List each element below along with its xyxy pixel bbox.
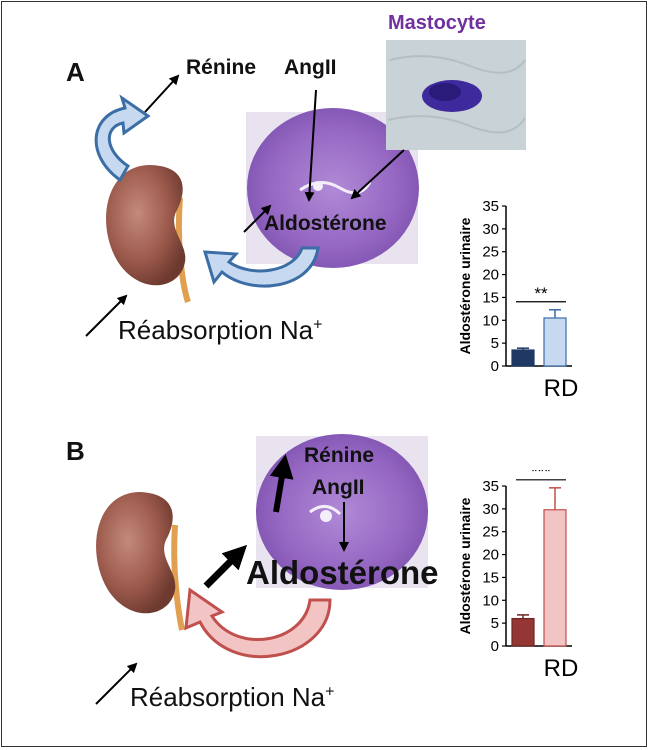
significance-marker: ** bbox=[534, 284, 548, 303]
y-tick-label: 25 bbox=[482, 524, 499, 541]
y-tick-label: 10 bbox=[482, 312, 499, 329]
renine-label-a: Rénine bbox=[186, 56, 257, 79]
y-tick-label: 15 bbox=[482, 289, 499, 306]
y-tick-label: 0 bbox=[491, 358, 499, 375]
angii-label-a: AngII bbox=[284, 56, 337, 79]
blue-cycle-arrow-top bbox=[94, 94, 151, 183]
category-label: RD bbox=[544, 655, 579, 682]
y-tick-label: 0 bbox=[491, 638, 499, 655]
bar bbox=[511, 617, 535, 647]
reabsorption-label-a: Réabsorption Na+ bbox=[118, 315, 323, 345]
blue-cycle-arrow-bottom bbox=[202, 246, 320, 288]
significance-marker: *** bbox=[531, 470, 551, 481]
kidney-a bbox=[106, 165, 191, 303]
y-axis-label: Aldostérone urinaire bbox=[457, 217, 473, 354]
y-tick-label: 20 bbox=[482, 267, 499, 284]
y-tick-label: 30 bbox=[482, 501, 499, 518]
y-tick-label: 30 bbox=[482, 221, 499, 238]
aldosterone-label-b: Aldostérone bbox=[246, 554, 439, 591]
panel-a-label: A bbox=[66, 57, 85, 87]
mastocyte-label: Mastocyte bbox=[388, 12, 486, 34]
aldosterone-label-a: Aldostérone bbox=[264, 212, 387, 235]
y-tick-label: 35 bbox=[482, 478, 499, 495]
y-tick-label: 35 bbox=[482, 198, 499, 215]
y-tick-label: 15 bbox=[482, 569, 499, 586]
reabsorption-label-b: Réabsorption Na+ bbox=[130, 682, 335, 712]
bar bbox=[543, 317, 567, 367]
angii-label-b: AngII bbox=[312, 476, 365, 499]
bar bbox=[511, 349, 535, 367]
category-label: RD bbox=[544, 375, 579, 402]
y-tick-label: 25 bbox=[482, 244, 499, 261]
red-cycle-arrow bbox=[184, 587, 332, 659]
y-tick-label: 5 bbox=[491, 335, 499, 352]
renine-label-b: Rénine bbox=[304, 444, 375, 467]
bar bbox=[543, 509, 567, 647]
kidney-b bbox=[96, 492, 185, 631]
y-tick-label: 10 bbox=[482, 592, 499, 609]
panel-b-label: B bbox=[66, 436, 85, 466]
mastocyte-micrograph bbox=[386, 40, 526, 150]
y-tick-label: 5 bbox=[491, 615, 499, 632]
y-tick-label: 20 bbox=[482, 547, 499, 564]
y-axis-label: Aldostérone urinaire bbox=[457, 497, 473, 634]
